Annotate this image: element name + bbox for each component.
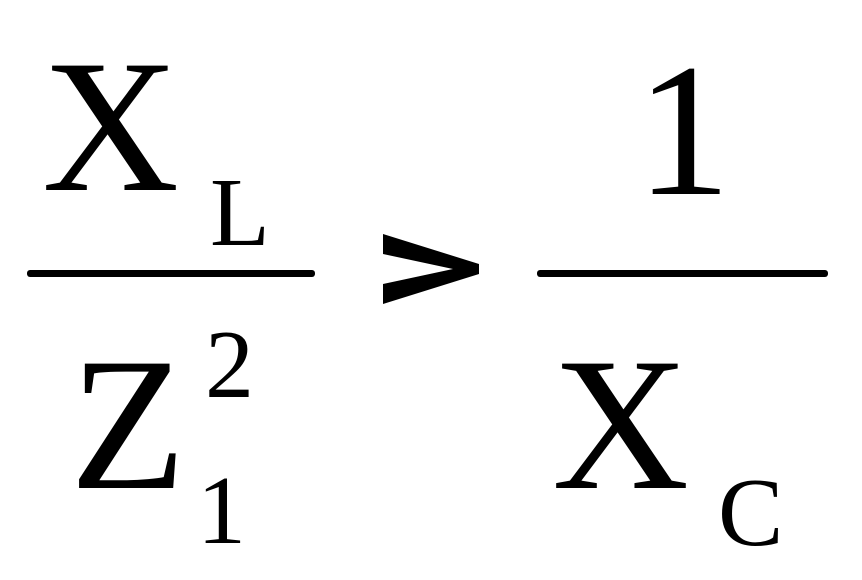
left-numerator-subscript: L	[210, 159, 270, 267]
left-numerator-symbol: X	[42, 22, 180, 232]
greater-than-operator: >	[375, 212, 487, 324]
right-denominator-subscript: C	[718, 459, 784, 567]
left-denominator-subscript: 1	[197, 457, 246, 565]
left-fraction-bar	[27, 270, 315, 277]
left-denominator-superscript: 2	[205, 311, 254, 419]
greater-than-glyph	[383, 234, 479, 304]
right-numerator-symbol: 1	[636, 26, 731, 236]
right-denominator-symbol: X	[552, 320, 690, 530]
right-fraction-bar	[537, 270, 828, 277]
left-denominator-symbol: Z	[70, 320, 187, 530]
